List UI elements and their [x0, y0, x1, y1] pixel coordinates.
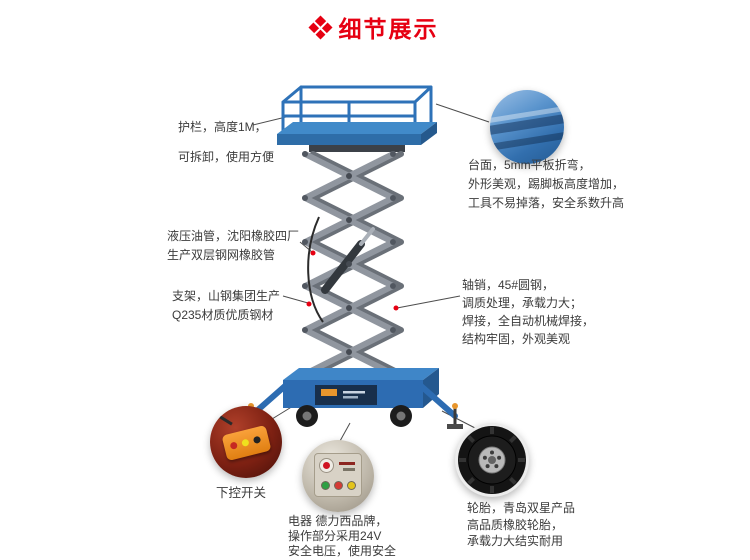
emergency-stop-button — [320, 459, 333, 472]
annotation-electric: 电器 德力西品牌， 操作部分采用24V 安全电压，使用安全 — [288, 514, 396, 559]
annotation-axle-pin-line3: 焊接，全自动机械焊接， — [462, 314, 595, 328]
annotation-tire: 轮胎，青岛双星产品 高品质橡胶轮胎， 承载力大结实耐用 — [467, 500, 575, 550]
panel-label-strip — [339, 462, 355, 465]
remote-cable — [219, 415, 233, 426]
panel-red-button — [334, 481, 343, 490]
annotation-hydraulic-line2: 生产双层钢网橡胶管 — [167, 248, 276, 262]
scissor-lift-illustration — [243, 85, 463, 429]
annotation-electric-line2: 操作部分采用24V — [288, 529, 382, 543]
annotation-platform-line2: 外形美观，踢脚板高度增加， — [468, 177, 625, 191]
annotation-guardrail-line2: 可拆卸，使用方便 — [178, 150, 275, 164]
annotation-axle-pin: 轴销，45#圆钢， 调质处理，承载力大； 焊接，全自动机械焊接， 结构牢固，外观… — [462, 276, 594, 348]
annotation-tire-line2: 高品质橡胶轮胎， — [467, 517, 564, 532]
control-panel-closeup-photo — [302, 440, 374, 512]
annotation-hydraulic-line1: 液压油管，沈阳橡胶四厂 — [167, 229, 300, 243]
remote-control-closeup-photo — [210, 406, 282, 478]
annotation-guardrail-line1: 护栏，高度1M， — [178, 120, 267, 134]
platform-closeup-photo — [490, 90, 564, 164]
annotation-axle-pin-line4: 结构牢固，外观美观 — [462, 332, 571, 346]
annotation-frame-line2: Q235材质优质钢材 — [172, 308, 274, 322]
annotation-platform-line3: 工具不易掉落，安全系数升高 — [468, 196, 625, 210]
annotation-guardrail: 护栏，高度1M， 可拆卸，使用方便 — [178, 112, 274, 172]
annotation-axle-pin-line2: 调质处理，承载力大； — [462, 296, 583, 310]
page-title: 细节展示 — [338, 16, 439, 42]
panel-green-button — [321, 481, 330, 490]
tire-image — [458, 426, 526, 494]
remote-yellow-button — [241, 438, 250, 447]
annotation-electric-line3: 安全电压，使用安全 — [288, 544, 397, 558]
remote-red-button — [229, 441, 239, 450]
page-header: 细节展示 — [0, 10, 750, 44]
platform-underside-shadow — [490, 131, 564, 152]
annotation-hydraulic-hose: 液压油管，沈阳橡胶四厂 生产双层钢网橡胶管 — [167, 227, 299, 265]
diamond-icon — [307, 14, 333, 40]
annotation-frame-line1: 支架，山钢集团生产 — [172, 289, 281, 303]
annotation-platform: 台面，5mm平板折弯， 外形美观，踢脚板高度增加， 工具不易掉落，安全系数升高 — [468, 156, 624, 213]
annotation-platform-line1: 台面，5mm平板折弯， — [468, 158, 591, 172]
annotation-electric-line1: 电器 德力西品牌， — [288, 514, 388, 528]
remote-control-image — [221, 424, 272, 462]
panel-label-strip-2 — [343, 468, 355, 471]
panel-yellow-button — [347, 481, 356, 490]
annotation-tire-line3: 承载力大结实耐用 — [467, 534, 564, 548]
annotation-axle-pin-line1: 轴销，45#圆钢， — [462, 278, 555, 292]
tire-closeup-photo — [455, 423, 529, 497]
remote-black-button — [252, 435, 262, 445]
control-panel-image — [314, 453, 362, 497]
annotation-lower-control-switch: 下控开关 — [216, 486, 267, 500]
annotation-tire-line1: 轮胎，青岛双星产品 — [467, 501, 576, 515]
annotation-frame: 支架，山钢集团生产 Q235材质优质钢材 — [172, 287, 280, 325]
